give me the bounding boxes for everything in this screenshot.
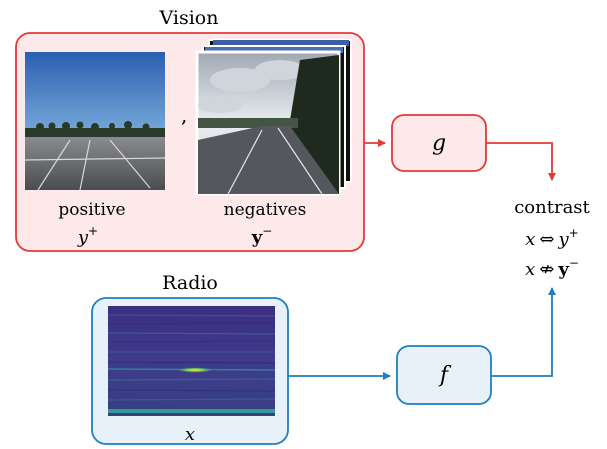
contrast-positive-pair: x⇔y+ xyxy=(525,226,578,250)
vision-title: Vision xyxy=(159,7,219,29)
radio-title: Radio xyxy=(162,272,218,294)
vision-separator: , xyxy=(181,103,187,127)
positive-label: positive xyxy=(58,200,125,220)
spectrogram-icon xyxy=(107,306,276,416)
positive-symbol: y+ xyxy=(77,224,98,248)
f-encoder-box xyxy=(396,345,492,405)
negatives-image-stack-icon xyxy=(195,39,352,196)
contrast-title: contrast xyxy=(514,197,590,218)
g-encoder-label: g xyxy=(432,131,446,156)
negatives-symbol: y− xyxy=(251,224,273,248)
g-to-contrast-arrow xyxy=(486,142,556,181)
radio-symbol: x xyxy=(185,424,195,445)
positive-image-icon xyxy=(24,52,166,191)
negatives-label: negatives xyxy=(224,200,307,220)
contrast-negative-pair: x⇎y− xyxy=(525,256,579,280)
f-to-contrast-arrow xyxy=(491,287,556,377)
